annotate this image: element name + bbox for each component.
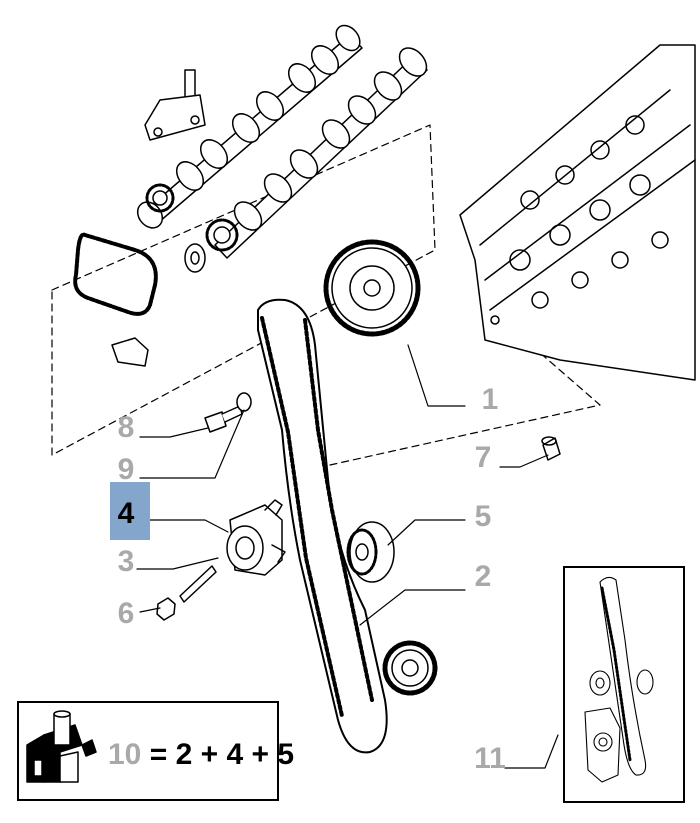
kit-number: 10	[108, 738, 142, 771]
selected-item-highlight	[110, 482, 150, 540]
callout-3[interactable]: 3	[117, 545, 135, 578]
inset-kit-box	[563, 566, 685, 803]
callout-11[interactable]: 11	[474, 742, 506, 775]
callout-6[interactable]: 6	[117, 597, 135, 630]
kit-box	[17, 701, 279, 801]
camshaft-lower	[205, 47, 428, 259]
callout-9[interactable]: 9	[117, 453, 135, 486]
camshaft-upper	[136, 24, 363, 229]
idler-pulley	[346, 521, 395, 583]
cam-bracket	[144, 69, 206, 141]
timing-belt	[257, 298, 388, 754]
assembly-outline	[51, 124, 436, 456]
nut	[156, 597, 176, 621]
callout-5[interactable]: 5	[474, 500, 492, 533]
kit-formula[interactable]: 10 = 2 + 4 + 5	[108, 738, 294, 772]
callout-4[interactable]: 4	[117, 497, 135, 530]
leader-lines	[136, 344, 559, 769]
callout-2[interactable]: 2	[474, 560, 492, 593]
camshaft-pulley	[323, 239, 421, 337]
stud	[179, 565, 217, 603]
callout-1[interactable]: 1	[481, 383, 499, 416]
washer	[236, 392, 252, 412]
cam-chain	[73, 232, 158, 316]
tensioner	[226, 499, 286, 576]
cylinder-head	[459, 44, 696, 381]
inset-kit-drawing	[584, 576, 654, 783]
chain-guide	[111, 337, 149, 367]
callout-7[interactable]: 7	[474, 441, 492, 474]
crank-sprocket	[382, 640, 438, 696]
kit-parts-icon	[26, 710, 97, 783]
dowel	[541, 436, 561, 461]
kit-composition: = 2 + 4 + 5	[149, 738, 295, 771]
cam-washer	[184, 243, 206, 273]
callout-8[interactable]: 8	[117, 411, 135, 444]
